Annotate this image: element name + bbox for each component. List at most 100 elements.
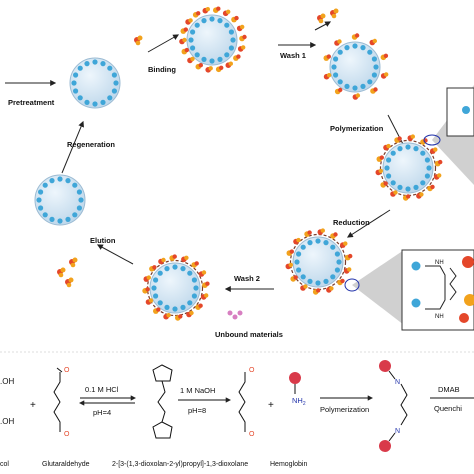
bound-protein-subunit xyxy=(433,147,438,152)
pore xyxy=(201,56,207,63)
bound-protein-subunit xyxy=(355,93,361,98)
bound-protein-subunit xyxy=(196,11,201,16)
pore xyxy=(76,205,82,211)
pore xyxy=(330,244,336,250)
bound-protein-subunit xyxy=(182,37,187,43)
bound-protein-subunit xyxy=(219,65,224,71)
inset-upper-highlight xyxy=(423,134,441,146)
bound-protein-subunit xyxy=(410,134,415,139)
pore xyxy=(180,304,186,310)
arrow-wash1-out xyxy=(314,21,332,31)
pore xyxy=(72,212,78,218)
label-reduction: Reduction xyxy=(333,218,370,227)
inset-lower-chain xyxy=(449,267,457,301)
pore xyxy=(397,146,403,152)
product-ball-bottom xyxy=(379,440,391,452)
pore xyxy=(420,180,426,186)
pore xyxy=(78,197,84,203)
pore xyxy=(42,212,48,218)
bound-protein-subunit xyxy=(201,270,207,275)
pore xyxy=(397,184,403,190)
bound-protein-subunit xyxy=(189,310,194,316)
bound-protein-subunit xyxy=(320,228,325,233)
pore xyxy=(76,189,82,195)
bound-protein-subunit xyxy=(226,9,231,14)
bound-protein-subunit xyxy=(188,18,193,23)
bound-protein-subunit xyxy=(438,159,443,165)
bound-protein-subunit xyxy=(293,275,298,280)
pore xyxy=(84,99,90,105)
pore xyxy=(344,83,350,89)
bead-reduction xyxy=(285,228,353,295)
bound-protein-subunit xyxy=(383,181,388,186)
bound-protein-subunit xyxy=(307,230,312,235)
pore xyxy=(100,99,106,105)
pore xyxy=(371,56,377,62)
pore xyxy=(224,52,230,58)
plus-1: + xyxy=(30,400,36,411)
label-elution: Elution xyxy=(90,236,116,245)
pore xyxy=(386,173,392,179)
bound-protein-subunit xyxy=(397,136,402,141)
arrow-reduction xyxy=(346,209,391,238)
free-protein-elution-a xyxy=(57,267,66,278)
pore xyxy=(333,56,339,62)
pore xyxy=(228,45,234,51)
product-n-top: N xyxy=(395,379,400,386)
bead-pretreatment-body xyxy=(69,57,121,109)
pore xyxy=(367,79,373,85)
pore xyxy=(420,150,426,156)
bound-protein-subunit xyxy=(183,27,188,32)
pore xyxy=(334,251,340,257)
pore xyxy=(113,80,119,86)
inset-lower-pore-2 xyxy=(411,298,421,308)
pore xyxy=(424,173,430,179)
pore xyxy=(194,52,200,58)
bound-protein-subunit xyxy=(184,255,189,260)
pore xyxy=(49,216,55,222)
pore xyxy=(92,101,98,107)
pore xyxy=(111,72,117,78)
pore xyxy=(191,277,197,283)
cond2-bottom: pH=8 xyxy=(188,406,206,415)
pore xyxy=(373,64,379,70)
bound-protein-subunit xyxy=(393,190,398,195)
pore xyxy=(77,95,83,101)
bound-protein-subunit xyxy=(166,313,171,318)
pore xyxy=(224,22,230,28)
pore xyxy=(209,16,215,22)
cond2-top: 1 M NaOH xyxy=(180,386,215,395)
glutaraldehyde-o-bottom: O xyxy=(64,431,70,438)
pore xyxy=(315,238,321,244)
cond1-top: 0.1 M HCl xyxy=(85,385,119,394)
pore xyxy=(323,240,329,246)
pore xyxy=(336,259,342,265)
pore xyxy=(360,45,366,51)
pore xyxy=(315,280,321,286)
bound-protein-subunit xyxy=(326,54,331,59)
bound-protein-subunit xyxy=(152,265,157,270)
bound-protein-subunit xyxy=(303,284,308,289)
inset-upper xyxy=(423,85,474,185)
bound-protein-subunit xyxy=(333,232,338,237)
pore xyxy=(337,79,343,85)
bound-protein-subunit xyxy=(242,34,247,40)
bound-protein-subunit xyxy=(383,53,389,58)
product-ball-top xyxy=(379,360,391,372)
product-chain xyxy=(400,383,408,426)
pore xyxy=(180,266,186,272)
pore xyxy=(157,270,163,276)
name-dioxolane: 2-[3-(1,3-dioxolan-2-yl)propyl]-1,3-diox… xyxy=(112,461,248,468)
inset-lower-pore-1 xyxy=(411,261,421,271)
pore xyxy=(331,64,337,70)
inset-upper-box xyxy=(446,87,474,137)
bound-protein-subunit xyxy=(146,275,151,280)
pore xyxy=(201,18,207,24)
bound-protein-subunit xyxy=(316,288,321,293)
oh-bottom: .OH xyxy=(0,417,14,426)
inset-lower: NH NH xyxy=(344,249,474,331)
label-unbound: Unbound materials xyxy=(215,330,283,339)
bound-protein-subunit xyxy=(437,173,442,178)
pore xyxy=(307,240,313,246)
